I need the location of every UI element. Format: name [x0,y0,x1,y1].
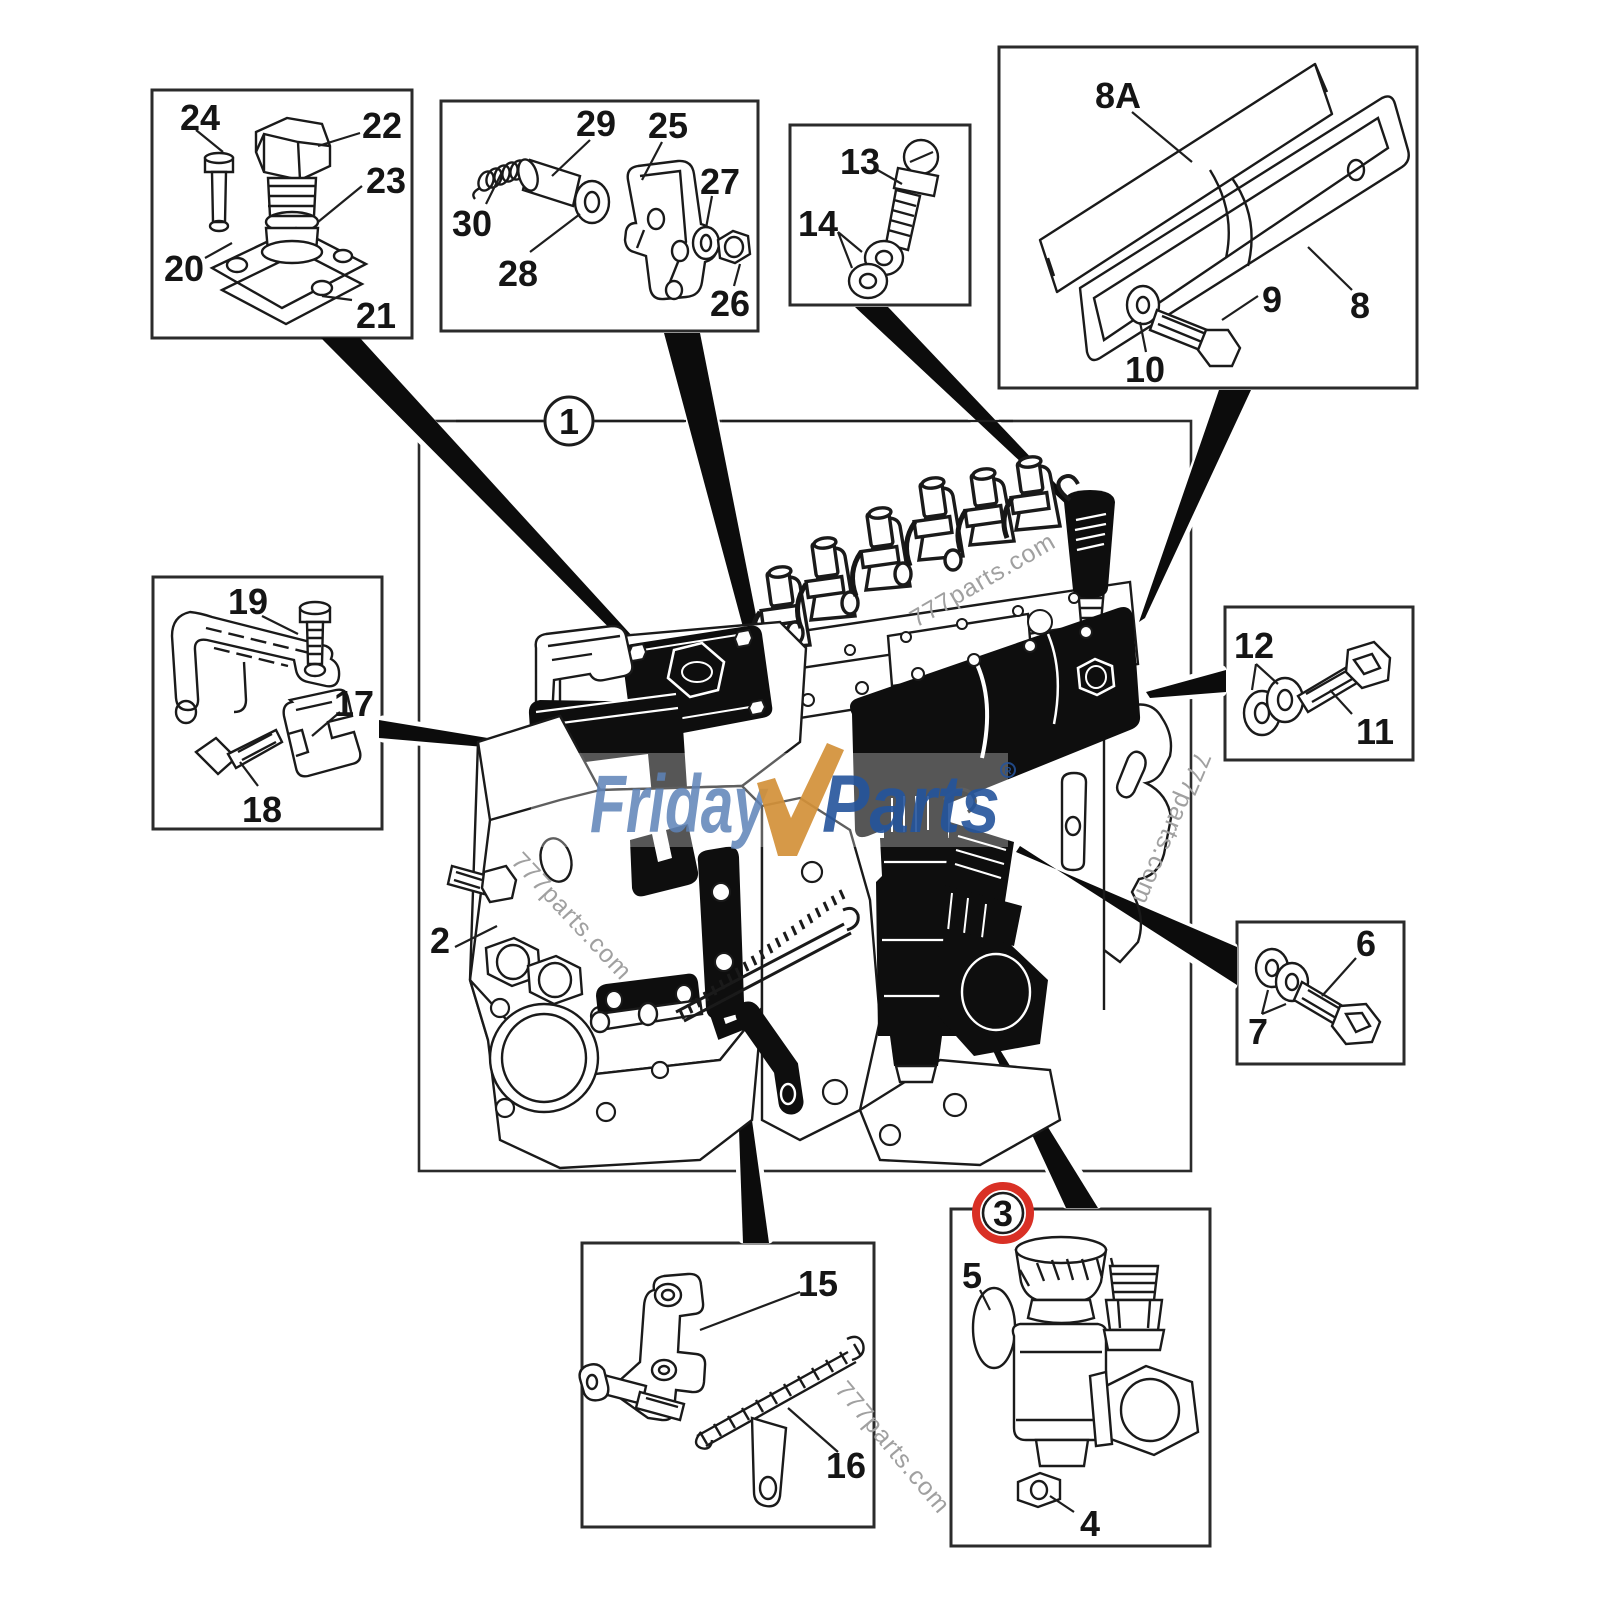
svg-text:13: 13 [840,141,880,182]
svg-text:17: 17 [334,683,374,724]
svg-text:28: 28 [498,253,538,294]
svg-text:27: 27 [700,161,740,202]
svg-text:15: 15 [798,1263,838,1304]
svg-text:26: 26 [710,283,750,324]
svg-text:23: 23 [366,160,406,201]
svg-text:3: 3 [993,1193,1013,1234]
svg-text:10: 10 [1125,349,1165,390]
svg-text:5: 5 [962,1255,982,1296]
svg-text:11: 11 [1356,711,1394,752]
svg-text:18: 18 [242,789,282,830]
svg-text:25: 25 [648,105,688,146]
svg-text:20: 20 [164,248,204,289]
svg-text:22: 22 [362,105,402,146]
svg-text:24: 24 [180,97,220,138]
svg-text:Parts: Parts [822,759,1000,850]
svg-text:12: 12 [1234,625,1274,666]
svg-text:21: 21 [356,295,396,336]
svg-text:4: 4 [1080,1503,1100,1544]
svg-text:8: 8 [1350,285,1370,326]
svg-text:6: 6 [1356,923,1376,964]
svg-text:2: 2 [430,920,450,961]
svg-text:29: 29 [576,103,616,144]
svg-text:R: R [1004,766,1012,777]
svg-text:16: 16 [826,1445,866,1486]
svg-text:7: 7 [1248,1011,1268,1052]
svg-text:Friday: Friday [590,759,769,850]
svg-text:8A: 8A [1095,75,1141,116]
svg-text:1: 1 [559,401,579,442]
svg-text:30: 30 [452,203,492,244]
svg-text:9: 9 [1262,279,1282,320]
svg-text:14: 14 [798,203,838,244]
svg-text:19: 19 [228,581,268,622]
